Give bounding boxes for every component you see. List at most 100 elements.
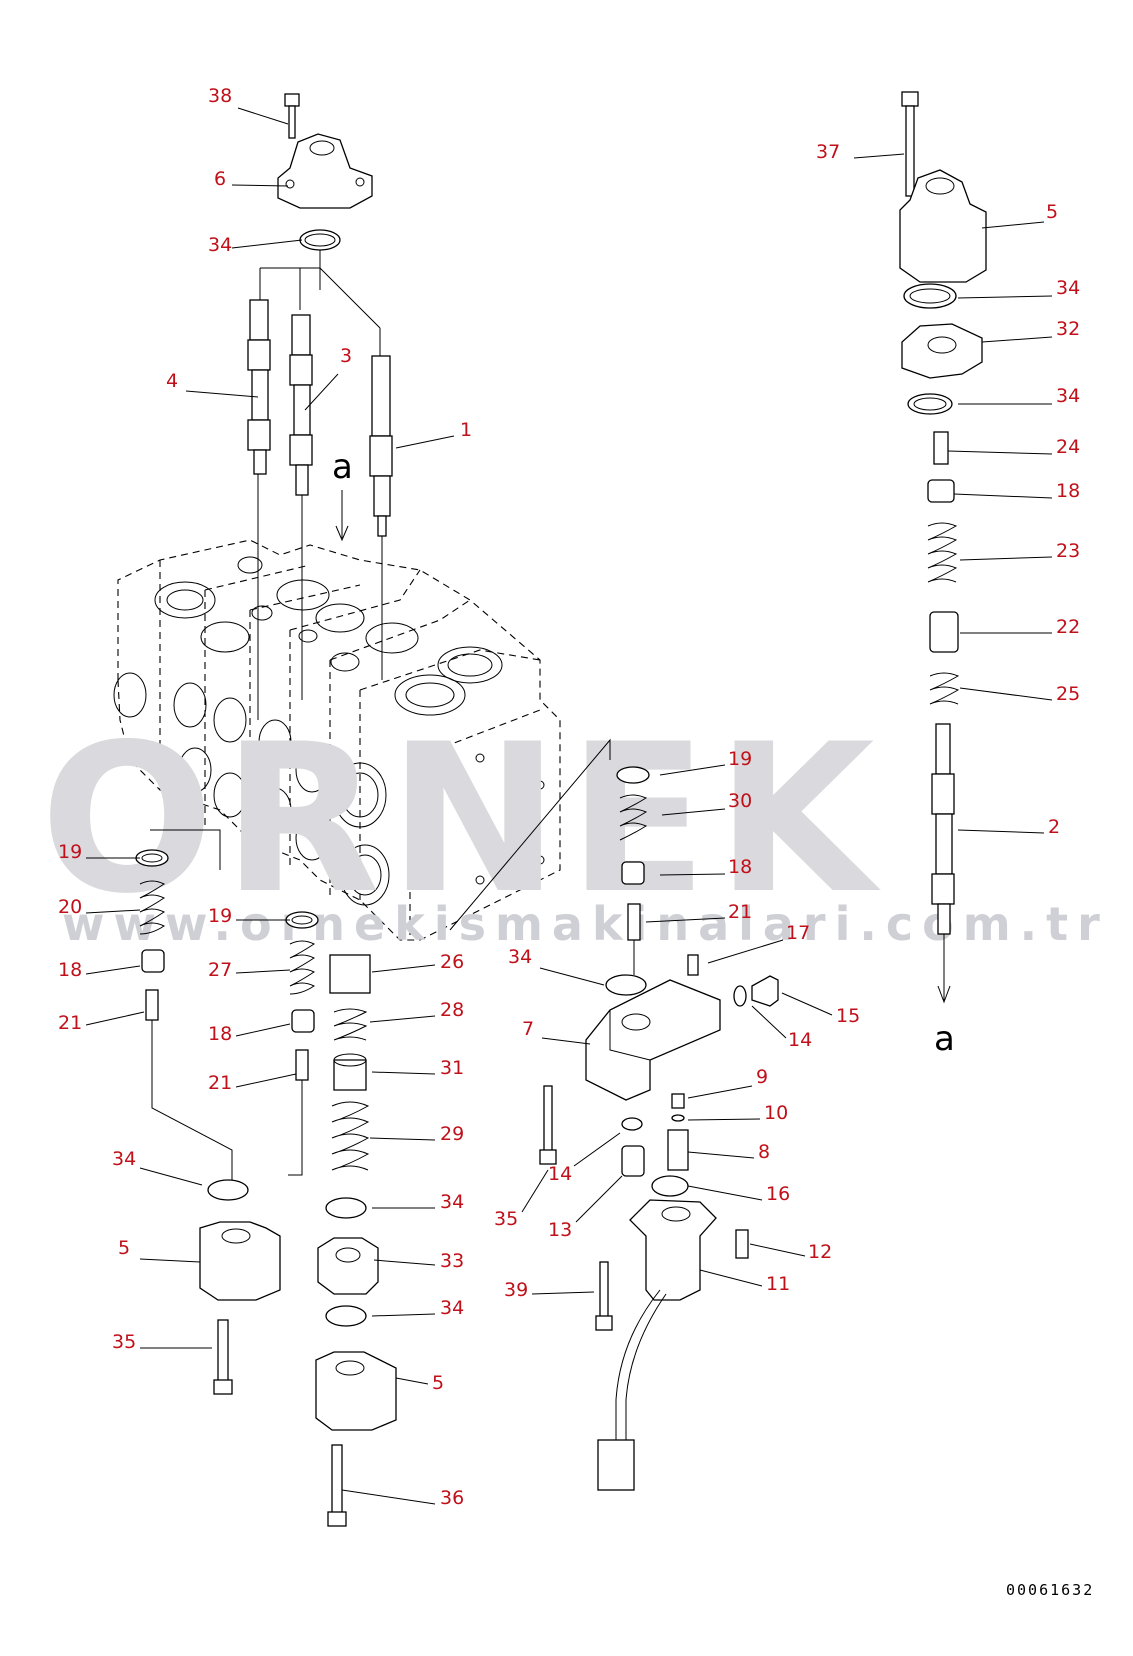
fitting-17	[687, 954, 699, 976]
part-number-label: 9	[756, 1066, 768, 1088]
callout-c15: 15	[781, 992, 860, 1027]
spool-3	[289, 314, 313, 496]
callout-c34a: 34	[208, 234, 303, 256]
seat-18-b	[291, 1009, 315, 1033]
leader-line	[573, 1132, 621, 1167]
part-number-label: 24	[1056, 436, 1080, 458]
leader-line	[85, 909, 141, 914]
part-number-label: 31	[440, 1057, 464, 1079]
callout-c21a: 21	[58, 1011, 145, 1034]
part-number-label: 34	[112, 1148, 136, 1170]
callout-c35b: 35	[494, 1169, 549, 1230]
leader-line	[304, 373, 339, 411]
part-number-label: 37	[816, 141, 840, 163]
leader-line	[687, 1185, 763, 1201]
part-number-label: 18	[728, 856, 752, 878]
leader-line	[235, 1023, 291, 1037]
callout-c30: 30	[661, 790, 752, 816]
part-number-label: 34	[1056, 277, 1080, 299]
callout-layer: 3863443119201821192718212628312934333453…	[58, 85, 1080, 1509]
callout-c3: 3	[304, 345, 352, 411]
bolt-39	[599, 1261, 609, 1323]
bolt-38-head	[284, 93, 300, 107]
callout-c33: 33	[373, 1250, 464, 1272]
part-number-label: 10	[764, 1102, 788, 1124]
connector	[597, 1439, 635, 1491]
part-number-label: 36	[440, 1487, 464, 1509]
callout-c25: 25	[959, 683, 1080, 705]
leader-line	[957, 829, 1045, 834]
o-ring-34-left	[207, 1179, 249, 1201]
leader-line	[645, 917, 726, 923]
bolt-35-a	[217, 1319, 229, 1387]
callout-c2: 2	[957, 816, 1060, 838]
spool-1	[369, 355, 393, 537]
leader-line	[521, 1169, 549, 1213]
leader-line	[231, 184, 289, 187]
part-number-label: 39	[504, 1279, 528, 1301]
o-ring-34-low	[325, 1305, 367, 1327]
callout-c14b: 14	[548, 1132, 621, 1185]
callout-c1: 1	[395, 419, 472, 449]
plate-32	[901, 323, 983, 379]
o-ring-34-top	[299, 229, 341, 251]
leader-line	[661, 808, 726, 816]
part-number-label: 5	[432, 1372, 444, 1394]
ring-19-b	[285, 911, 319, 929]
part-number-label: 18	[1056, 480, 1080, 502]
leader-line	[781, 992, 833, 1016]
callout-c34f: 34	[957, 277, 1080, 299]
callout-c37: 37	[816, 141, 905, 163]
part-number-label: 19	[208, 905, 232, 927]
leader-line	[85, 965, 141, 975]
retainer-22	[929, 611, 959, 653]
bolt-37-shank	[905, 105, 915, 197]
part-number-label: 22	[1056, 616, 1080, 638]
part-number-label: 28	[440, 999, 464, 1021]
callout-c32: 32	[981, 318, 1080, 343]
ring-19-c	[616, 766, 650, 784]
callout-c31: 31	[371, 1057, 464, 1079]
bolt-36	[331, 1444, 343, 1520]
callout-c34d: 34	[112, 1148, 203, 1186]
leader-line	[235, 969, 291, 974]
leader-line	[369, 1015, 436, 1023]
part-number-label: 34	[208, 234, 232, 256]
callout-c8: 8	[687, 1141, 770, 1163]
view-marker-right: a	[934, 1019, 955, 1059]
valve-block-7	[585, 979, 721, 1101]
leader-line	[699, 1269, 763, 1287]
leader-line	[185, 390, 259, 398]
part-number-label: 12	[808, 1241, 832, 1263]
callout-c26: 26	[371, 951, 464, 973]
leader-line	[659, 873, 726, 876]
spool-2	[931, 723, 955, 935]
callout-c5b: 5	[395, 1372, 444, 1394]
part-number-label: 34	[440, 1191, 464, 1213]
leader-line	[853, 153, 905, 159]
callout-c11: 11	[699, 1269, 790, 1295]
part-number-label: 2	[1048, 816, 1060, 838]
cover-6	[277, 133, 373, 209]
part-number-label: 13	[548, 1219, 572, 1241]
callout-c27: 27	[208, 959, 291, 981]
part-number-label: 11	[766, 1273, 790, 1295]
leader-line	[981, 336, 1053, 343]
part-number-label: 16	[766, 1183, 790, 1205]
callout-c34c: 34	[371, 1297, 464, 1319]
bolt-35-b	[543, 1085, 553, 1157]
valve-body	[113, 539, 561, 941]
o-ring-14-a	[733, 985, 747, 1007]
part-number-label: 34	[508, 946, 532, 968]
part-number-label: 19	[728, 748, 752, 770]
middle-parts	[449, 738, 779, 1491]
callout-c24: 24	[947, 436, 1080, 458]
leader-line	[373, 1259, 436, 1266]
callout-c29: 29	[369, 1123, 464, 1145]
callout-c5a: 5	[118, 1237, 201, 1263]
callout-c21c: 21	[645, 901, 752, 923]
leader-line	[575, 1175, 623, 1223]
watermark-brand: ORNEK	[40, 701, 883, 939]
plunger-21-c	[627, 903, 641, 941]
spring-9	[671, 1093, 685, 1109]
